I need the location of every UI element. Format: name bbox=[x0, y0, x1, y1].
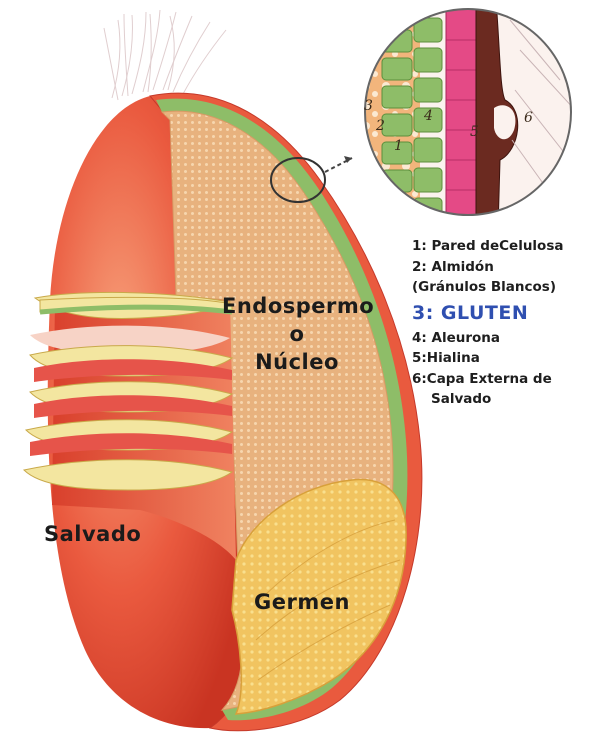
germ-label: Germen bbox=[254, 588, 350, 616]
inset-number-3: 3 bbox=[364, 98, 373, 114]
inset-number-6: 6 bbox=[524, 110, 533, 126]
bran-label: Salvado bbox=[44, 520, 141, 548]
legend-item-outer-bran-cont: Salvado bbox=[412, 389, 602, 410]
inset-number-4: 4 bbox=[424, 108, 433, 124]
zoom-arrow bbox=[325, 156, 352, 172]
inset-number-1: 1 bbox=[394, 138, 403, 154]
inset-number-5: 5 bbox=[470, 124, 479, 140]
endosperm-label: Endospermo o Núcleo bbox=[222, 292, 372, 376]
legend-item-aleurone: 4: Aleurona bbox=[412, 328, 602, 349]
legend: 1: Pared deCelulosa 2: Almidón (Gránulos… bbox=[412, 236, 602, 410]
inset-number-2: 2 bbox=[376, 118, 385, 134]
legend-item-starch: 2: Almidón bbox=[412, 257, 602, 278]
inset-detail bbox=[360, 0, 580, 230]
legend-item-starch-note: (Gránulos Blancos) bbox=[412, 277, 602, 298]
legend-item-hyaline: 5:Hialina bbox=[412, 348, 602, 369]
brush-hairs bbox=[104, 10, 226, 100]
legend-item-gluten: 3: GLUTEN bbox=[412, 299, 602, 327]
legend-item-outer-bran: 6:Capa Externa de bbox=[412, 369, 602, 390]
legend-item-cellulose: 1: Pared deCelulosa bbox=[412, 236, 602, 257]
